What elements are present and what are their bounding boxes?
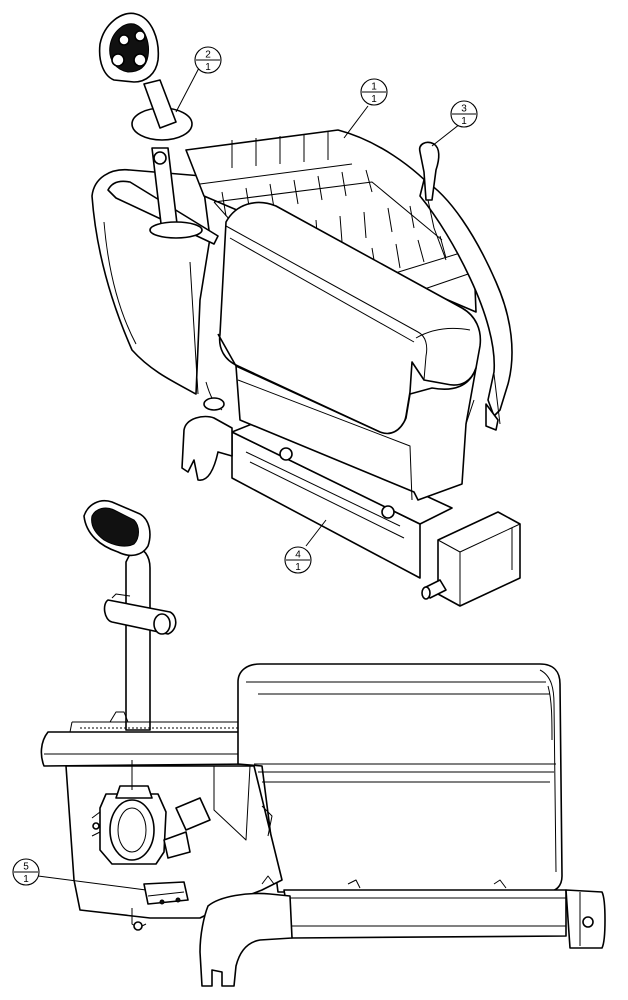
armrest [217,201,482,501]
callout-3-item: 3 [461,104,467,115]
shift-lever [418,141,447,261]
mechanism [91,760,211,865]
callout-2-qty: 1 [205,62,211,73]
side-view [40,500,606,987]
isometric-view [91,12,521,607]
leader-lines [37,65,461,891]
side-deck [40,711,255,767]
callout-balloon-4: 4 1 [284,546,312,574]
micro-switch [131,881,189,931]
callout-balloon-5: 5 1 [12,858,40,886]
callout-5-item: 5 [23,862,29,873]
callout-5-qty: 1 [23,874,29,885]
side-base-rail [199,875,606,987]
callout-1-item: 1 [371,82,377,93]
side-armrest-box [237,663,563,893]
callout-1-qty: 1 [371,94,377,105]
control-panel [185,129,477,313]
callout-4-qty: 1 [295,562,301,573]
side-joystick [83,500,177,731]
callout-balloon-2: 2 1 [194,46,222,74]
console-housing [91,169,225,411]
base-rail [181,415,521,607]
joystick-grip [98,12,203,239]
callout-2-item: 2 [205,50,211,61]
callout-3-qty: 1 [461,116,467,127]
callout-balloon-3: 3 1 [450,100,478,128]
callout-balloon-1: 1 1 [360,78,388,106]
callout-4-item: 4 [295,550,301,561]
